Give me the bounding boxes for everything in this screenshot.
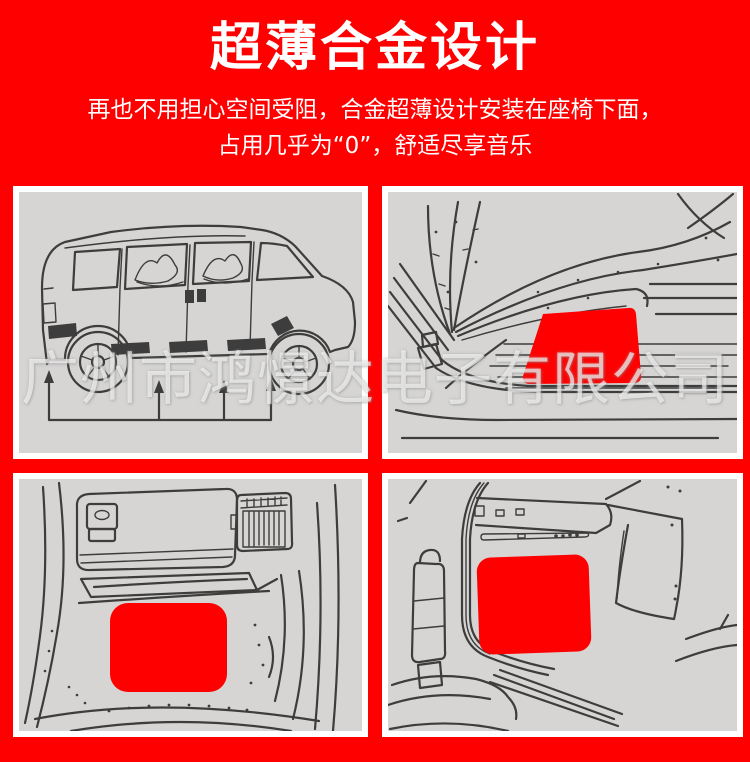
seatback-lines — [606, 485, 684, 621]
trunk-side-install-illustration — [388, 479, 737, 731]
air-vent — [230, 491, 294, 553]
belt-lines — [676, 192, 735, 240]
under-seat-install-illustration — [388, 192, 737, 440]
panel-van-underbody — [13, 186, 368, 459]
illustration-grid — [13, 186, 743, 737]
front-wheel — [267, 332, 331, 396]
seat-sketch — [202, 254, 249, 284]
panel-under-seat — [382, 186, 743, 459]
seat-foot — [416, 330, 444, 371]
rocker-marks — [48, 316, 294, 355]
van-side-underbody-illustration — [40, 224, 357, 422]
van-body-outline — [40, 224, 357, 366]
floor-lines-right — [642, 282, 737, 316]
under-dashboard-install-illustration — [23, 481, 340, 731]
lamp-stack — [410, 548, 447, 690]
sill-lines — [388, 262, 737, 440]
rear-wheel — [66, 330, 130, 394]
console-lines — [249, 483, 340, 731]
tray-lines — [77, 571, 279, 605]
underbody-arrows — [44, 370, 276, 422]
a-pillar-lines — [23, 481, 65, 729]
seat-cushion-lines — [452, 220, 737, 341]
seat-back-lines — [426, 200, 482, 336]
amplifier-highlight — [110, 603, 227, 692]
door-handles — [185, 289, 206, 303]
subtitle-line-2: 占用几乎为“0”，舒适尽享音乐 — [217, 133, 533, 159]
subtitle-line-1: 再也不用担心空间受阻，合金超薄设计安装在座椅下面， — [87, 97, 663, 123]
van-windows — [71, 240, 315, 292]
subtitle: 再也不用担心空间受阻，合金超薄设计安装在座椅下面， 占用几乎为“0”，舒适尽享音… — [0, 92, 750, 164]
fender-lines — [674, 613, 737, 663]
carpet-lines — [33, 685, 321, 731]
seat-sketch — [134, 254, 184, 287]
amplifier-highlight — [522, 307, 642, 384]
hatch-seam-lines — [396, 479, 556, 677]
panel-trunk-side — [382, 473, 743, 737]
page-title: 超薄合金设计 — [209, 18, 540, 78]
glovebox — [75, 487, 239, 572]
sill-lines — [388, 668, 624, 731]
amplifier-highlight — [476, 554, 592, 655]
panel-under-dashboard — [13, 473, 368, 737]
shelf-band — [474, 479, 642, 541]
